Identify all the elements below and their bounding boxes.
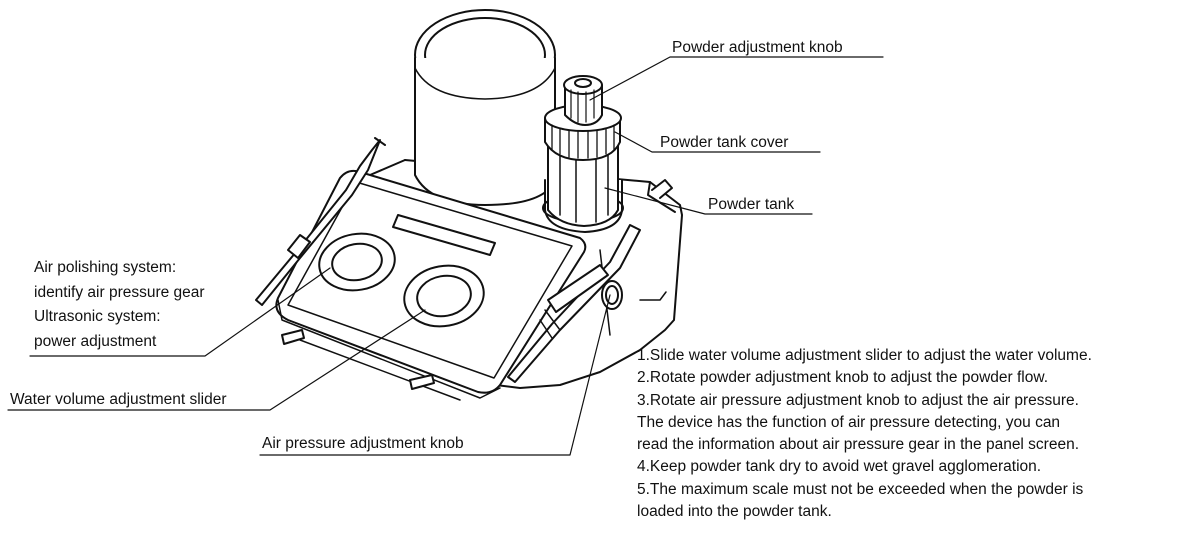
instruction-line: The device has the function of air press…	[637, 413, 1061, 431]
instruction-line: 4.Keep powder tank dry to avoid wet grav…	[637, 458, 1042, 476]
device-feet	[281, 329, 435, 390]
water-slider-label: Water volume adjustment slider	[10, 391, 227, 408]
instruction-line: 5.The maximum scale must not be exceeded…	[637, 480, 1084, 498]
tank-cover-label: Powder tank cover	[660, 134, 789, 151]
air-knob-label: Air pressure adjustment knob	[262, 435, 464, 452]
air-system-line: Air polishing system:	[34, 259, 177, 276]
tank-label: Powder tank	[708, 196, 795, 213]
device-body	[369, 159, 683, 389]
instruction-line: 1.Slide water volume adjustment slider t…	[637, 347, 1092, 364]
handpiece-right	[507, 224, 641, 383]
water-bottle	[414, 9, 556, 206]
instruction-line: read the information about air pressure …	[637, 436, 1080, 454]
powder-knob-label: Powder adjustment knob	[672, 39, 843, 56]
air-system-label: Air polishing system: identify air press…	[34, 256, 205, 354]
powder-tank	[542, 75, 624, 233]
control-panel	[275, 169, 587, 401]
instructions: 1.Slide water volume adjustment slider t…	[637, 345, 1092, 523]
leader-lines	[7, 56, 884, 456]
air-system-line: power adjustment	[34, 332, 157, 350]
air-system-line: Ultrasonic system:	[34, 308, 161, 326]
instruction-line: 2.Rotate powder adjustment knob to adjus…	[637, 369, 1048, 387]
instruction-line: 3.Rotate air pressure adjustment knob to…	[637, 391, 1079, 409]
side-knob	[601, 179, 673, 310]
instruction-line: loaded into the powder tank.	[637, 503, 832, 521]
air-system-line: identify air pressure gear	[34, 283, 205, 301]
handpiece-left	[255, 137, 386, 306]
